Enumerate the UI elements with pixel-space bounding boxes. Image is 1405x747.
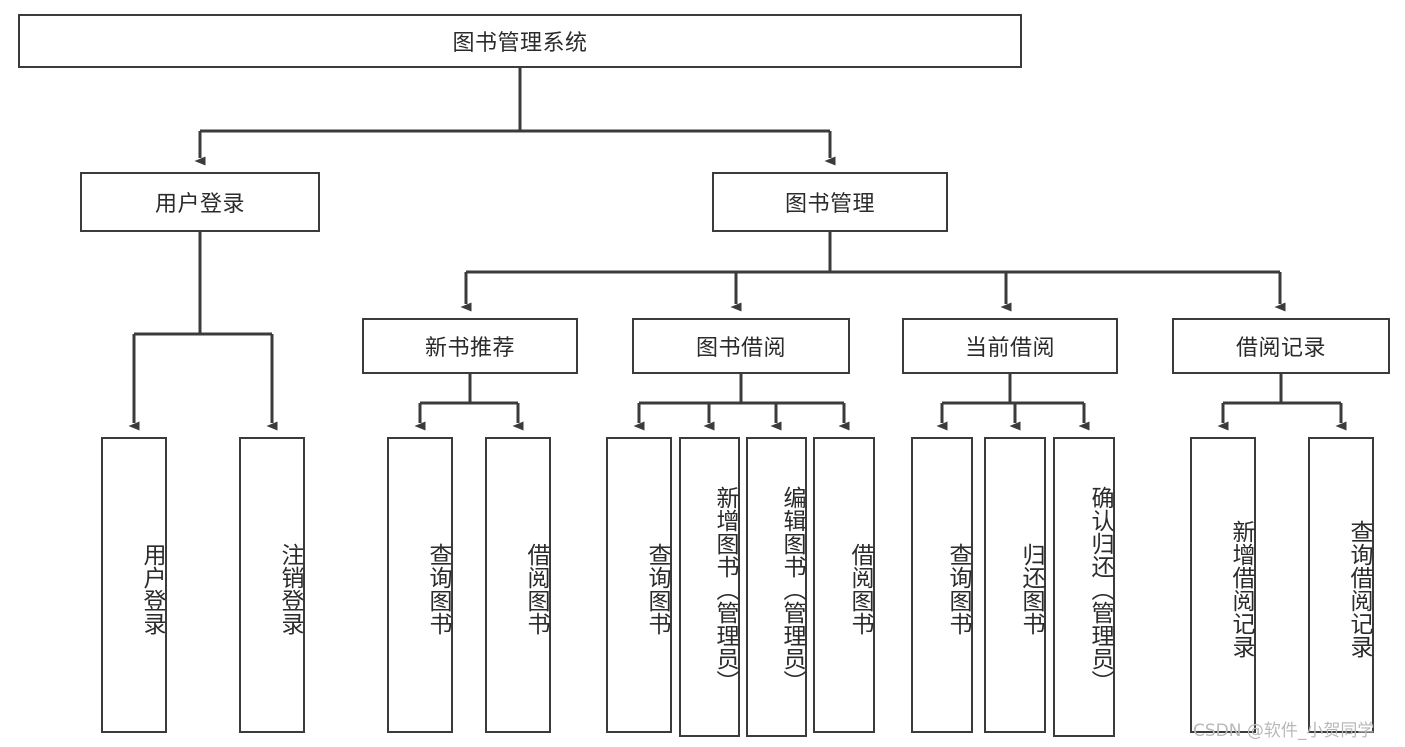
node-leaf-query-book-1[interactable]: 查询图书	[387, 437, 453, 733]
node-borrow-record-label: 借阅记录	[1235, 336, 1326, 361]
node-new-book-rec-label: 新书推荐	[424, 336, 515, 361]
node-user-login[interactable]: 用户登录	[80, 172, 320, 232]
node-leaf-confirm-return-admin[interactable]: 确认归还（管理员）	[1053, 437, 1115, 737]
node-leaf-add-book-admin[interactable]: 新增图书（管理员）	[679, 437, 740, 737]
node-leaf-query-book-3-label: 查询图书	[945, 543, 971, 635]
node-leaf-user-login[interactable]: 用户登录	[101, 437, 167, 733]
node-current-borrow-label: 当前借阅	[964, 336, 1055, 361]
node-root[interactable]: 图书管理系统	[18, 14, 1022, 68]
node-leaf-query-book-3[interactable]: 查询图书	[911, 437, 973, 733]
node-book-manage-label: 图书管理	[784, 192, 875, 217]
node-new-book-rec[interactable]: 新书推荐	[362, 318, 578, 374]
node-leaf-edit-book-admin[interactable]: 编辑图书（管理员）	[746, 437, 807, 737]
node-current-borrow[interactable]: 当前借阅	[902, 318, 1118, 374]
node-leaf-return-book-label: 归还图书	[1018, 543, 1044, 635]
node-leaf-user-login-label: 用户登录	[139, 543, 165, 635]
node-leaf-add-borrow-record-label: 新增借阅记录	[1228, 520, 1254, 658]
node-book-borrow-label: 图书借阅	[695, 336, 786, 361]
csdn-watermark: CSDN @软件_小贺同学	[1193, 721, 1375, 741]
node-leaf-query-borrow-record-label: 查询借阅记录	[1346, 520, 1372, 658]
node-leaf-borrow-book-1-label: 借阅图书	[523, 543, 549, 635]
node-leaf-borrow-book-1[interactable]: 借阅图书	[485, 437, 551, 733]
node-leaf-add-borrow-record[interactable]: 新增借阅记录	[1190, 437, 1256, 733]
node-root-label: 图书管理系统	[452, 31, 588, 56]
node-leaf-query-book-1-label: 查询图书	[425, 543, 451, 635]
node-leaf-user-logout[interactable]: 注销登录	[239, 437, 305, 733]
node-leaf-query-borrow-record[interactable]: 查询借阅记录	[1308, 437, 1374, 733]
node-book-borrow[interactable]: 图书借阅	[632, 318, 850, 374]
node-leaf-add-book-admin-label: 新增图书（管理员）	[712, 485, 738, 693]
node-borrow-record[interactable]: 借阅记录	[1172, 318, 1390, 374]
node-leaf-query-book-2[interactable]: 查询图书	[606, 437, 672, 733]
node-user-login-label: 用户登录	[154, 192, 245, 217]
node-leaf-borrow-book-2[interactable]: 借阅图书	[813, 437, 875, 733]
node-leaf-borrow-book-2-label: 借阅图书	[847, 543, 873, 635]
node-leaf-confirm-return-admin-label: 确认归还（管理员）	[1087, 485, 1113, 693]
node-book-manage[interactable]: 图书管理	[712, 172, 948, 232]
node-leaf-return-book[interactable]: 归还图书	[984, 437, 1046, 733]
node-leaf-query-book-2-label: 查询图书	[644, 543, 670, 635]
node-leaf-edit-book-admin-label: 编辑图书（管理员）	[779, 485, 805, 693]
node-leaf-user-logout-label: 注销登录	[277, 543, 303, 635]
